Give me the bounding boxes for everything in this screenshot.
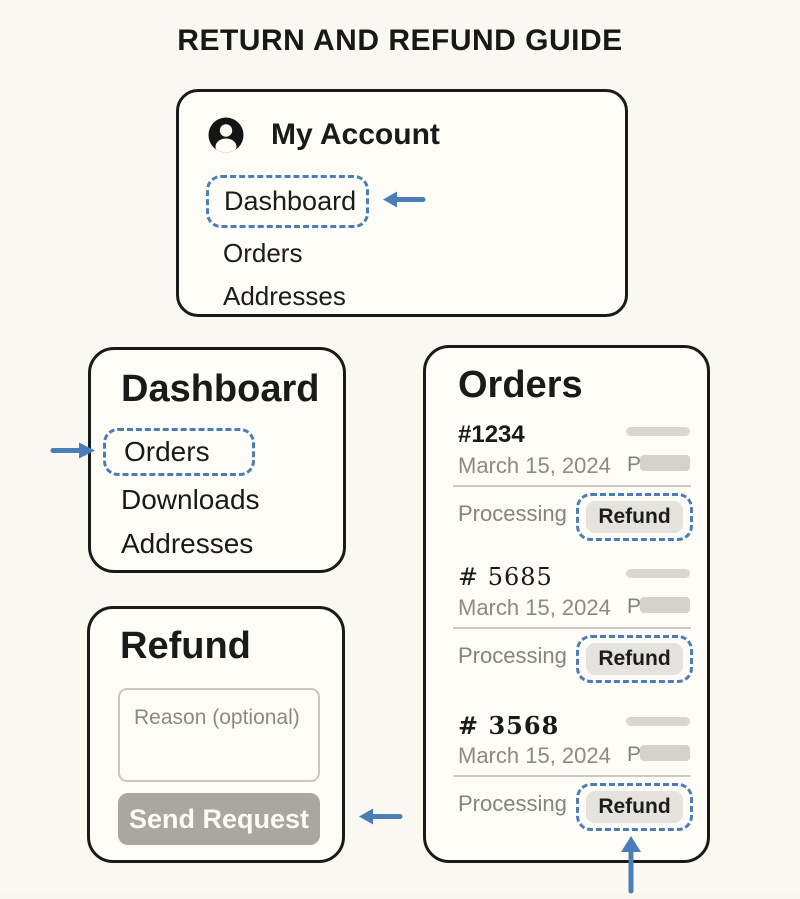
dashboard-panel: Dashboard Orders Downloads Addresses bbox=[88, 347, 346, 573]
dashboard-item-addresses[interactable]: Addresses bbox=[121, 528, 254, 559]
placeholder-bar bbox=[626, 717, 690, 726]
refund-button[interactable]: Refund bbox=[586, 643, 683, 675]
price-placeholder-bar bbox=[640, 745, 690, 761]
menu-item-dashboard[interactable]: Dashboard bbox=[206, 175, 369, 228]
order-number: #1234 bbox=[458, 421, 525, 448]
price-placeholder-bar bbox=[640, 455, 690, 471]
placeholder-bar bbox=[626, 427, 690, 436]
row-divider bbox=[453, 485, 691, 487]
refund-highlight-box: Refund bbox=[576, 635, 693, 683]
refund-title: Refund bbox=[120, 625, 251, 667]
user-icon bbox=[207, 116, 245, 154]
row-divider bbox=[453, 627, 691, 629]
my-account-title: My Account bbox=[271, 118, 440, 151]
price-prefix: P bbox=[627, 743, 642, 766]
order-status: Processing bbox=[458, 501, 567, 526]
order-number: # 3568 bbox=[458, 711, 560, 740]
placeholder-bar bbox=[626, 569, 690, 578]
refund-button[interactable]: Refund bbox=[586, 791, 683, 823]
menu-item-orders[interactable]: Orders bbox=[223, 238, 303, 268]
refund-highlight-box: Refund bbox=[576, 493, 693, 541]
order-date: March 15, 2024 bbox=[458, 453, 611, 478]
my-account-header: My Account bbox=[207, 116, 440, 154]
orders-panel: Orders #1234 March 15, 2024 P Processing… bbox=[423, 345, 710, 863]
order-number: # 5685 bbox=[458, 563, 553, 591]
refund-button[interactable]: Refund bbox=[586, 501, 683, 533]
reason-input[interactable] bbox=[118, 688, 320, 782]
dashboard-item-orders-label: Orders bbox=[124, 436, 210, 467]
order-status: Processing bbox=[458, 791, 567, 816]
price-prefix: P bbox=[627, 595, 642, 618]
price-placeholder-bar bbox=[640, 597, 690, 613]
send-request-button[interactable]: Send Request bbox=[118, 793, 320, 845]
orders-title: Orders bbox=[458, 364, 583, 406]
menu-item-dashboard-label: Dashboard bbox=[224, 186, 357, 216]
page-title: RETURN AND REFUND GUIDE bbox=[177, 24, 623, 57]
refund-panel: Refund Send Request bbox=[87, 606, 345, 863]
order-row: #1234 March 15, 2024 P Processing Refund bbox=[426, 421, 713, 553]
my-account-panel: My Account Dashboard Orders Addresses bbox=[176, 89, 628, 317]
dashboard-title: Dashboard bbox=[121, 368, 320, 410]
order-date: March 15, 2024 bbox=[458, 743, 611, 768]
arrow-left-icon bbox=[356, 806, 403, 832]
order-row: # 5685 March 15, 2024 P Processing Refun… bbox=[426, 563, 713, 695]
row-divider bbox=[453, 775, 691, 777]
order-date: March 15, 2024 bbox=[458, 595, 611, 620]
menu-item-addresses[interactable]: Addresses bbox=[223, 281, 346, 311]
price-prefix: P bbox=[627, 453, 642, 476]
dashboard-item-orders[interactable]: Orders bbox=[103, 428, 255, 476]
order-row: # 3568 March 15, 2024 P Processing Refun… bbox=[426, 711, 713, 843]
order-status: Processing bbox=[458, 643, 567, 668]
refund-highlight-box: Refund bbox=[576, 783, 693, 831]
dashboard-item-downloads[interactable]: Downloads bbox=[121, 484, 260, 515]
